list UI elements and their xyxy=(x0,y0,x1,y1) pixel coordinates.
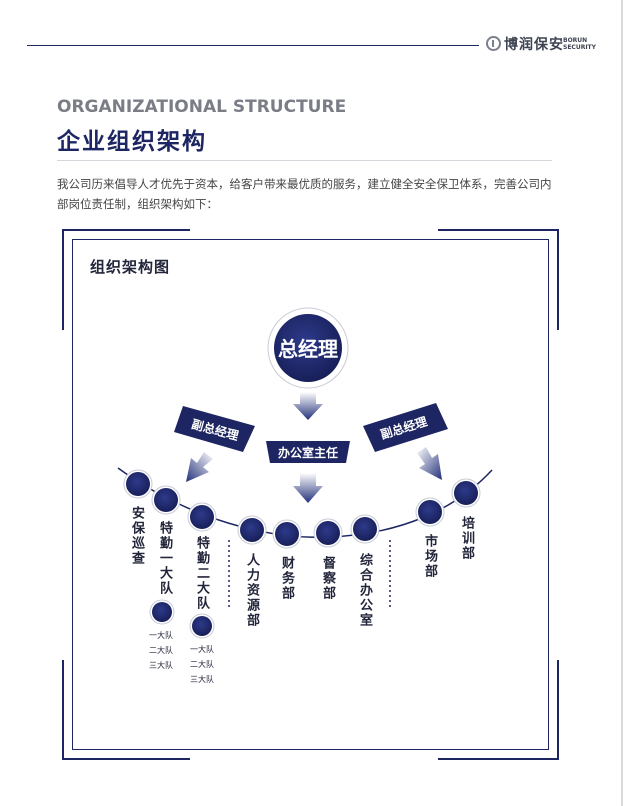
squad-2-1: 一大队 xyxy=(190,645,214,654)
logo-name: 博润保安 xyxy=(504,37,564,53)
general-manager-label: 总经理 xyxy=(278,337,338,361)
frame-gap-top xyxy=(190,226,438,234)
frame-gap-right xyxy=(553,330,561,660)
dept-node-team1 xyxy=(154,488,178,512)
dept-node-training xyxy=(454,481,478,505)
frame-gap-left xyxy=(59,330,67,660)
company-logo: 博润保安 BORUN SECURITY xyxy=(486,33,606,55)
arrow-center-branch xyxy=(293,473,323,503)
department-nodes xyxy=(123,469,481,639)
squad-1-1: 一大队 xyxy=(149,631,173,640)
intro-paragraph: 我公司历来倡导人才优先于资本，给客户带来最优质的服务，建立健全安全保卫体系，完善… xyxy=(57,177,552,211)
diagram-frame-inner xyxy=(72,239,549,750)
dept-node-inspection xyxy=(316,521,340,545)
dept-node-team2 xyxy=(190,505,214,529)
squad-node-team1 xyxy=(152,602,172,622)
arrow-down-top xyxy=(293,392,323,420)
dept-node-patrol xyxy=(126,472,150,496)
general-manager-node xyxy=(274,314,342,382)
dept-label-office: 综合办公室 xyxy=(357,553,372,628)
squad-node-team2 xyxy=(192,616,212,636)
dept-node-office xyxy=(353,517,377,541)
arrow-right-branch xyxy=(417,447,442,480)
dept-label-finance: 财务部 xyxy=(279,556,294,601)
dept-label-patrol: 安保巡查 xyxy=(129,506,144,566)
squad-2-2: 二大队 xyxy=(190,660,214,669)
dept-label-team2: 特勤二大队 xyxy=(194,536,209,611)
right-deputy-banner xyxy=(363,403,448,452)
logo-icon xyxy=(486,36,501,51)
title-divider xyxy=(57,160,552,161)
dept-label-market: 市场部 xyxy=(422,534,437,579)
dept-label-inspection: 督察部 xyxy=(320,556,335,601)
frame-gap-bottom xyxy=(190,755,438,763)
logo-english-name: BORUN SECURITY xyxy=(563,37,596,51)
office-head-label: 办公室主任 xyxy=(278,445,338,460)
page-edge xyxy=(621,0,623,806)
office-head-banner xyxy=(266,441,350,463)
left-deputy-banner xyxy=(174,406,255,452)
section-title: 企业组织架构 xyxy=(57,129,207,155)
header-rule xyxy=(27,45,479,46)
diagram-label: 组织架构图 xyxy=(90,258,171,276)
dept-node-hr xyxy=(240,518,264,542)
section-title-english: ORGANIZATIONAL STRUCTURE xyxy=(57,97,347,117)
squad-2-3: 三大队 xyxy=(190,675,214,684)
dept-label-team1: 特勤一大队 xyxy=(157,521,172,596)
dept-label-hr: 人力资源部 xyxy=(244,553,259,628)
squad-1-2: 二大队 xyxy=(149,646,173,655)
arrow-left-branch xyxy=(186,452,213,482)
dept-label-training: 培训部 xyxy=(459,516,474,561)
squad-1-3: 三大队 xyxy=(149,661,173,670)
dept-node-market xyxy=(418,500,442,524)
dept-node-finance xyxy=(275,522,299,546)
